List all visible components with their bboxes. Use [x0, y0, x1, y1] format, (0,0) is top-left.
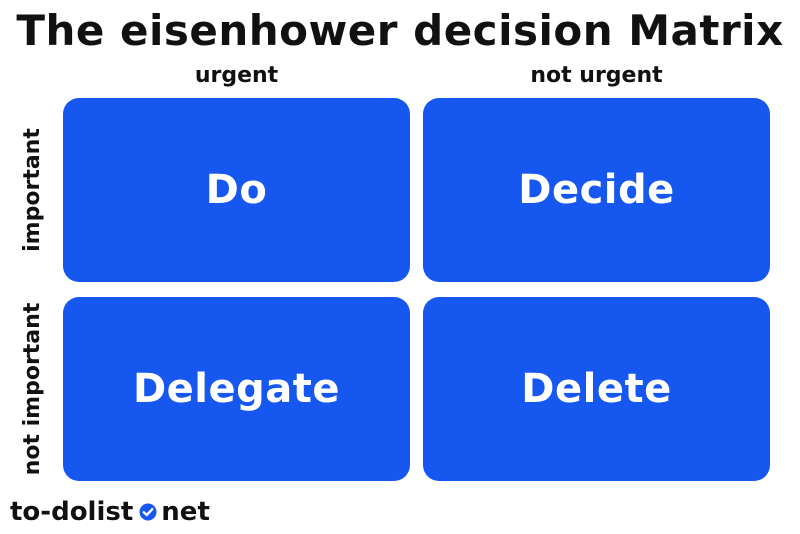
quadrant-do-label: Do — [205, 167, 268, 213]
quadrant-decide: Decide — [423, 98, 770, 282]
brand-name-right: net — [161, 497, 210, 527]
brand-name-left: to-dolist — [10, 497, 134, 527]
quadrant-delete-label: Delete — [521, 366, 672, 412]
quadrant-do: Do — [63, 98, 410, 282]
column-label-not-urgent: not urgent — [530, 63, 663, 88]
check-circle-icon — [139, 503, 157, 521]
diagram-title: The eisenhower decision Matrix — [16, 6, 784, 55]
row-label-important: important — [20, 128, 45, 252]
quadrant-delegate: Delegate — [63, 297, 410, 481]
quadrant-delete: Delete — [423, 297, 770, 481]
quadrant-decide-label: Decide — [518, 167, 675, 213]
quadrant-delegate-label: Delegate — [132, 366, 341, 412]
row-label-not-important: not important — [20, 302, 45, 476]
column-label-urgent: urgent — [194, 63, 279, 88]
brand-footer: to-dolist net — [10, 495, 210, 529]
